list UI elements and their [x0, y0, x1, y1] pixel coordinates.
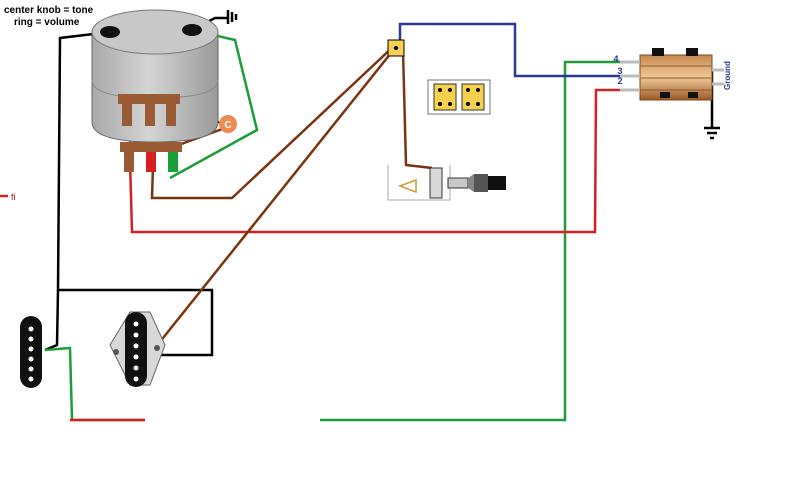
- red-wires: [0, 88, 620, 422]
- cap-label: C: [224, 120, 231, 131]
- terminal-label-3: 3: [617, 66, 622, 76]
- terminal-label-2: 2: [617, 76, 622, 86]
- note-center-knob: center knob = tone: [4, 5, 94, 16]
- black-ground-wires: [44, 10, 720, 357]
- edge-text: fi: [11, 192, 16, 202]
- three-way-switch: 4 3 2 Ground: [613, 48, 732, 101]
- note-ring: ring = volume: [14, 17, 80, 28]
- terminal-label-4: 4: [613, 54, 618, 64]
- neck-pickup: [20, 316, 42, 388]
- mini-switches: [427, 79, 491, 115]
- capacitor: C: [217, 115, 237, 133]
- input-terminal: [387, 39, 405, 57]
- blue-wire: [398, 22, 620, 78]
- ground-label: Ground: [723, 61, 732, 90]
- bridge-pickup: [109, 311, 166, 387]
- stacked-pot: [91, 9, 219, 172]
- output-jack: [387, 165, 506, 201]
